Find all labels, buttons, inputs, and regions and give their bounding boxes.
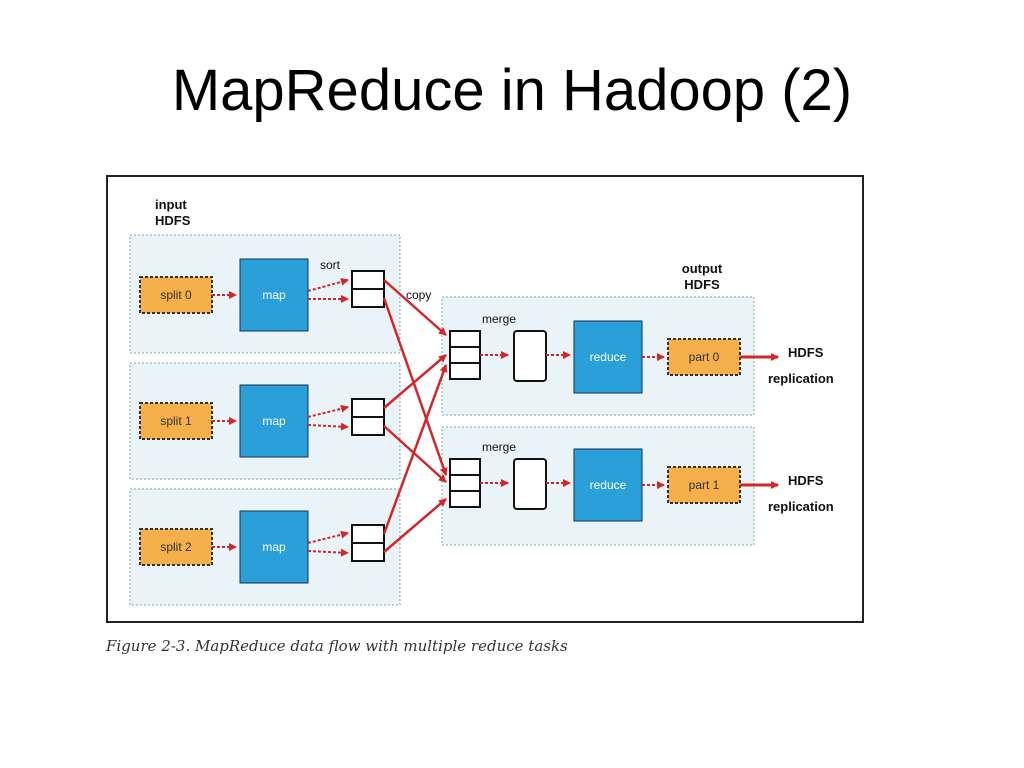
- map-box-2: [239, 510, 309, 584]
- sort-label: sort: [320, 258, 341, 272]
- output-hdfs-label-line1: output: [682, 261, 723, 276]
- map-label-1: map: [262, 414, 286, 428]
- hdfs-replication-label-0-line1: HDFS: [788, 345, 824, 360]
- split-label-1: split 1: [160, 414, 192, 428]
- figure-caption: Figure 2-3. MapReduce data flow with mul…: [106, 637, 568, 655]
- map-to-sort-arrow-2a: [307, 530, 349, 544]
- merged-file-1: [513, 458, 547, 510]
- copy-label: copy: [406, 288, 431, 302]
- merge-label-0: merge: [482, 312, 516, 326]
- sort-buffer-2: [351, 524, 385, 562]
- reduce-box-1: [573, 448, 643, 522]
- hdfs-replication-label-0-line2: replication: [768, 371, 834, 386]
- reduce-label-1: reduce: [590, 478, 627, 492]
- reduce-box-0: [573, 320, 643, 394]
- figure-frame: input HDFS output HDFS sort copy split 0…: [106, 175, 864, 623]
- map-to-sort-arrow-1a: [307, 404, 349, 418]
- part-label-0: part 0: [689, 350, 720, 364]
- hdfs-replication-label-1-line1: HDFS: [788, 473, 824, 488]
- merge-label-1: merge: [482, 440, 516, 454]
- copy-arrows: [382, 279, 448, 553]
- input-hdfs-label-line1: input: [155, 197, 187, 212]
- map-box-0: [239, 258, 309, 332]
- hdfs-replication-label-1-line2: replication: [768, 499, 834, 514]
- merge-buffer-0: [449, 330, 481, 380]
- map-to-sort-arrow-2b: [307, 548, 349, 557]
- reduce-label-0: reduce: [590, 350, 627, 364]
- map-label-2: map: [262, 540, 286, 554]
- input-hdfs-label-line2: HDFS: [155, 213, 191, 228]
- part-box-1: [667, 466, 741, 504]
- map-box-1: [239, 384, 309, 458]
- map-to-sort-arrow-1b: [307, 422, 349, 431]
- slide-title: MapReduce in Hadoop (2): [171, 58, 853, 123]
- output-hdfs-label-line2: HDFS: [684, 277, 720, 292]
- mapreduce-diagram: input HDFS output HDFS sort copy split 0…: [129, 197, 834, 606]
- map-to-sort-arrow-0a: [307, 277, 349, 292]
- sort-buffer-1: [351, 398, 385, 436]
- merge-buffer-1: [449, 458, 481, 508]
- split-label-2: split 2: [160, 540, 192, 554]
- merged-file-0: [513, 330, 547, 382]
- map-label-0: map: [262, 288, 286, 302]
- split-label-0: split 0: [160, 288, 192, 302]
- part-label-1: part 1: [689, 478, 720, 492]
- sort-buffer-0: [351, 270, 385, 308]
